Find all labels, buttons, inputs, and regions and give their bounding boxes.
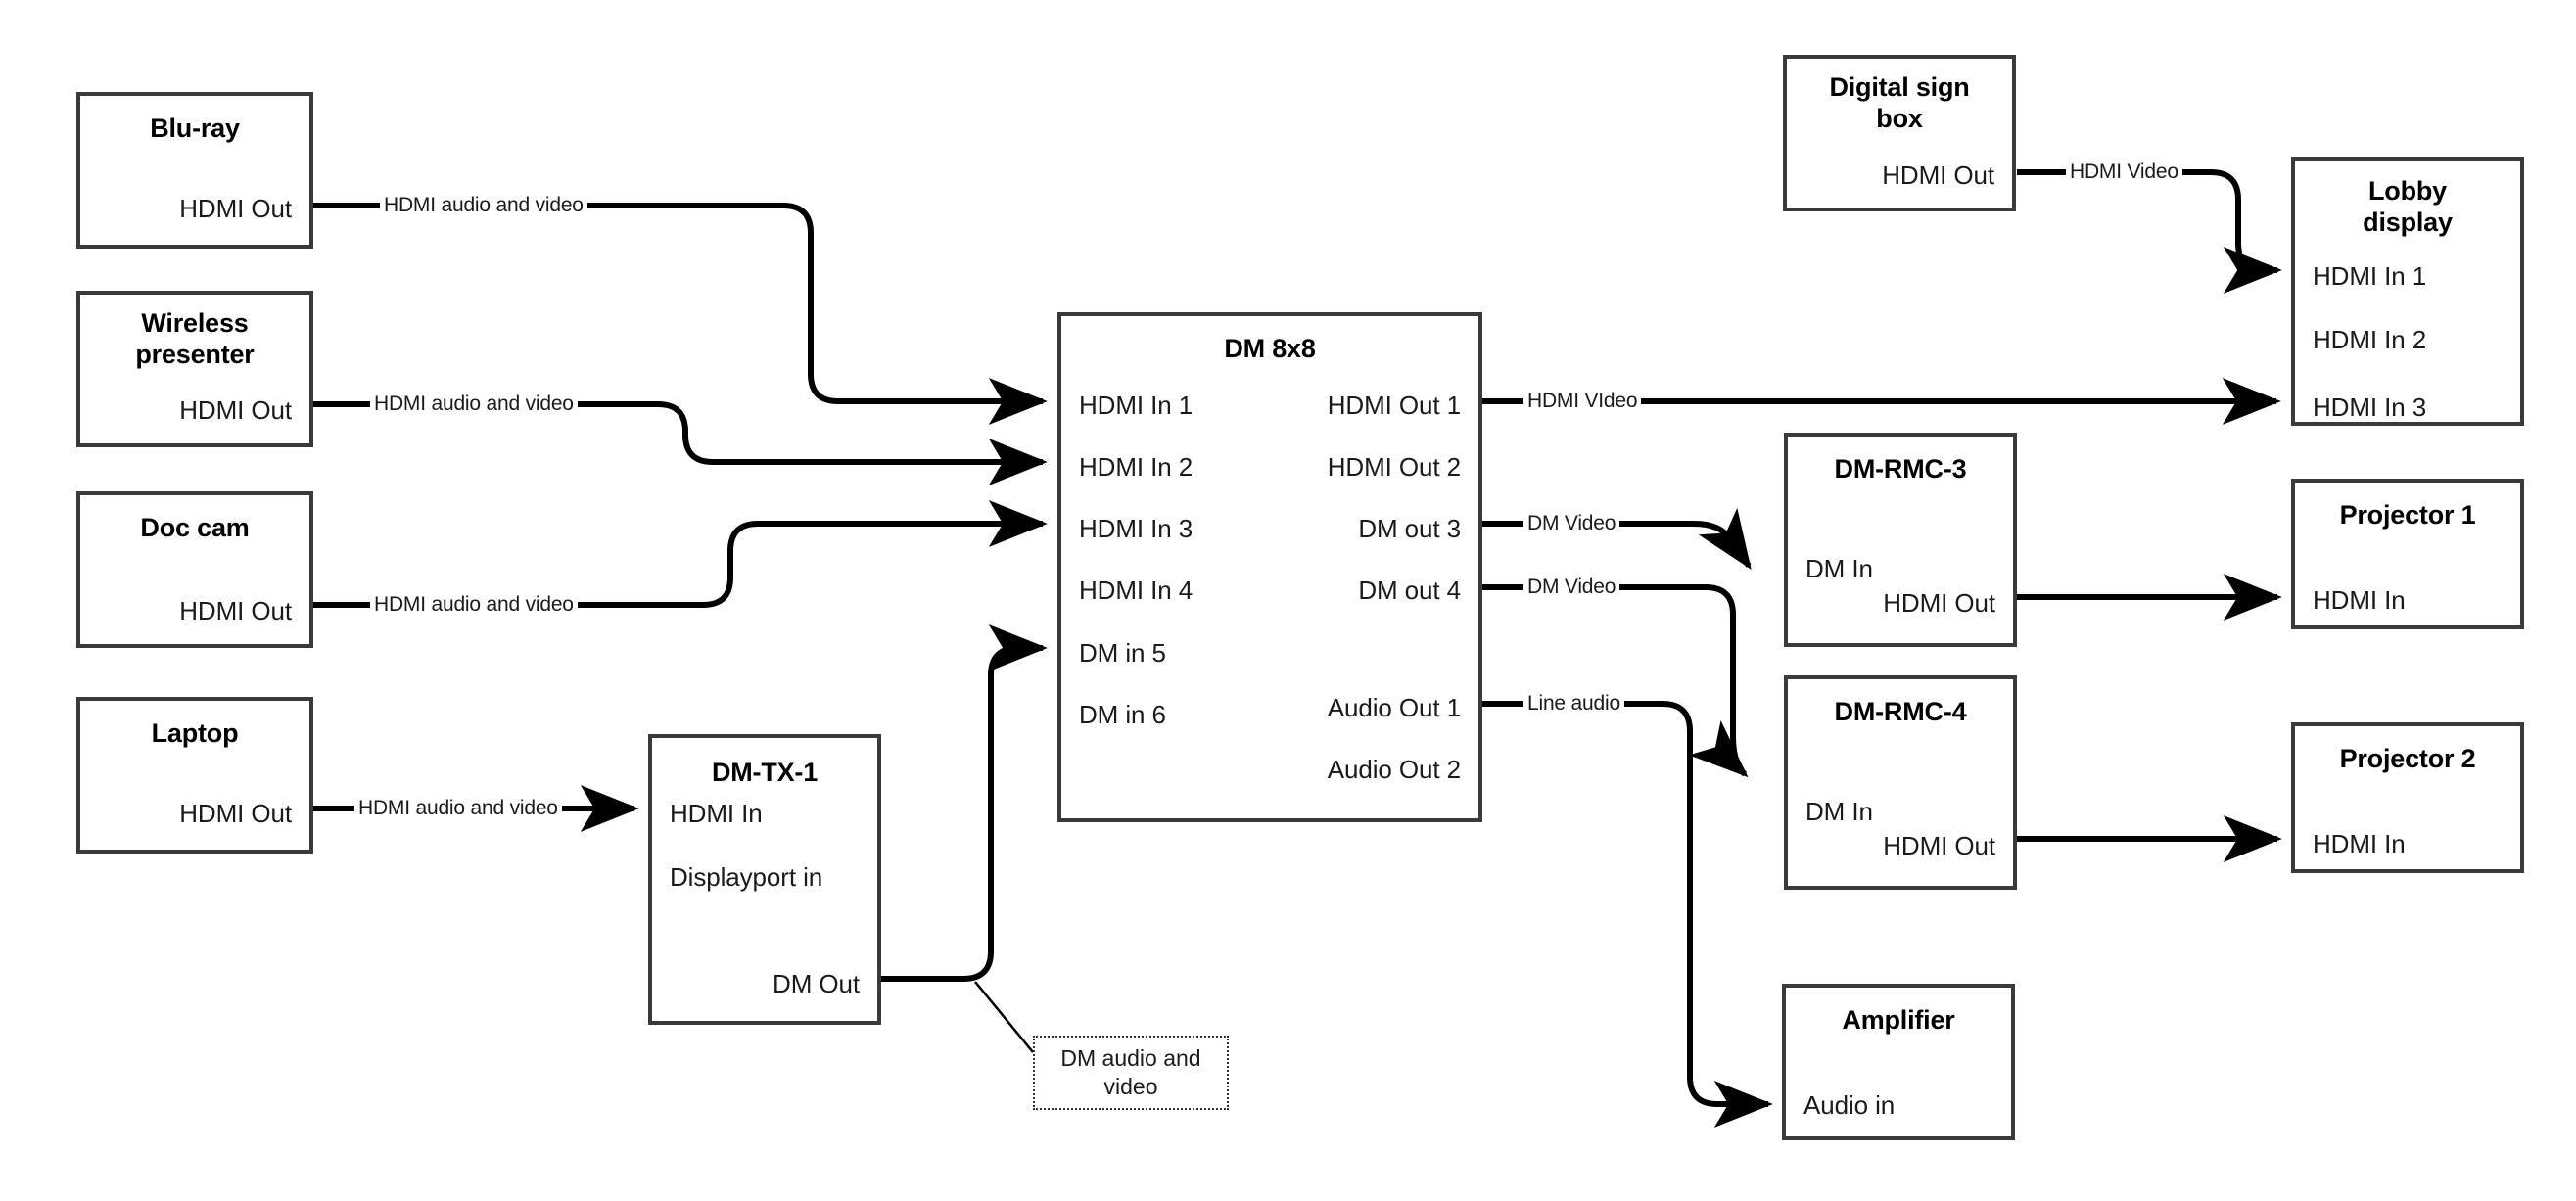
wire-label-dm-video-4: DM Video bbox=[1523, 576, 1620, 599]
node-laptop-title: Laptop bbox=[151, 718, 239, 748]
node-dm-8x8[interactable]: DM 8x8 HDMI In 1 HDMI In 2 HDMI In 3 HDM… bbox=[1057, 312, 1482, 822]
node-doccam-title: Doc cam bbox=[140, 513, 250, 542]
node-dm8x8-title: DM 8x8 bbox=[1224, 334, 1316, 363]
wire-bluray-to-dm-in1 bbox=[313, 203, 1048, 425]
port-dmrmc4-hdmi-out[interactable]: HDMI Out bbox=[1883, 831, 1995, 860]
node-dmrmc3-title: DM-RMC-3 bbox=[1834, 454, 1967, 484]
port-doccam-hdmi-out[interactable]: HDMI Out bbox=[179, 596, 292, 625]
port-lobby-hdmi-in-2[interactable]: HDMI In 2 bbox=[2313, 325, 2427, 354]
port-dm8x8-hdmi-in-1[interactable]: HDMI In 1 bbox=[1079, 391, 1194, 420]
port-bluray-hdmi-out[interactable]: HDMI Out bbox=[179, 194, 292, 223]
wire-sign-to-lobby-in1 bbox=[2017, 169, 2282, 294]
wire-label-sign-hdmi-video: HDMI Video bbox=[2066, 161, 2182, 184]
port-projector1-hdmi-in[interactable]: HDMI In bbox=[2313, 585, 2406, 615]
node-wireless-title-line1: Wireless bbox=[141, 308, 249, 338]
port-digitalsign-hdmi-out[interactable]: HDMI Out bbox=[1882, 161, 1994, 190]
port-dmrmc4-dm-in[interactable]: DM In bbox=[1805, 797, 1873, 826]
wire-dmtx1-to-dm-in5 bbox=[881, 624, 1048, 982]
port-dmtx1-hdmi-in[interactable]: HDMI In bbox=[670, 799, 763, 828]
port-dm8x8-dm-in-5[interactable]: DM in 5 bbox=[1079, 638, 1166, 668]
node-dm-rmc-4[interactable]: DM-RMC-4 DM In HDMI Out bbox=[1784, 675, 2017, 890]
node-digitalsign-title-line1: Digital sign bbox=[1829, 72, 1970, 102]
node-amplifier-title: Amplifier bbox=[1842, 1005, 1955, 1035]
port-dm8x8-dm-out-4[interactable]: DM out 4 bbox=[1358, 576, 1461, 605]
port-dm8x8-dm-in-6[interactable]: DM in 6 bbox=[1079, 700, 1166, 729]
callout-leader-line bbox=[974, 981, 1034, 1053]
node-wireless-title-line2: presenter bbox=[135, 340, 255, 369]
node-digitalsign-title-line2: box bbox=[1876, 104, 1923, 133]
wire-label-hdmi-video-out1: HDMI VIdeo bbox=[1523, 390, 1642, 413]
wire-label-bluray: HDMI audio and video bbox=[380, 194, 587, 217]
port-dmrmc3-hdmi-out[interactable]: HDMI Out bbox=[1883, 588, 1995, 618]
wire-label-laptop: HDMI audio and video bbox=[354, 797, 562, 820]
callout-line-1: DM audio and bbox=[1060, 1045, 1201, 1072]
port-dm8x8-hdmi-out-1[interactable]: HDMI Out 1 bbox=[1327, 391, 1461, 420]
node-bluray-title: Blu-ray bbox=[150, 114, 240, 143]
port-lobby-hdmi-in-1[interactable]: HDMI In 1 bbox=[2313, 261, 2427, 291]
wire-dm-audioout1-to-amplifier bbox=[1481, 701, 1773, 1128]
node-dmtx1-title: DM-TX-1 bbox=[711, 758, 819, 787]
callout-dm-audio-video: DM audio and video bbox=[1033, 1036, 1229, 1110]
node-dmrmc4-title: DM-RMC-4 bbox=[1834, 697, 1967, 726]
port-dm8x8-hdmi-in-2[interactable]: HDMI In 2 bbox=[1079, 452, 1194, 482]
node-projector-2[interactable]: Projector 2 HDMI In bbox=[2291, 722, 2524, 873]
port-dm8x8-hdmi-in-4[interactable]: HDMI In 4 bbox=[1079, 576, 1194, 605]
port-wireless-hdmi-out[interactable]: HDMI Out bbox=[179, 395, 292, 425]
node-dm-rmc-3[interactable]: DM-RMC-3 DM In HDMI Out bbox=[1784, 433, 2017, 647]
node-projector-1[interactable]: Projector 1 HDMI In bbox=[2291, 479, 2524, 629]
wire-label-dm-video-3: DM Video bbox=[1523, 512, 1620, 535]
wire-label-line-audio: Line audio bbox=[1523, 692, 1624, 716]
node-lobby-display[interactable]: Lobby display HDMI In 1 HDMI In 2 HDMI I… bbox=[2291, 157, 2524, 426]
node-bluray[interactable]: Blu-ray HDMI Out bbox=[76, 92, 313, 249]
node-laptop[interactable]: Laptop HDMI Out bbox=[76, 697, 313, 854]
node-lobby-title-line2: display bbox=[2363, 208, 2453, 237]
port-dm8x8-hdmi-out-2[interactable]: HDMI Out 2 bbox=[1327, 452, 1461, 482]
port-dm8x8-audio-out-1[interactable]: Audio Out 1 bbox=[1327, 693, 1461, 722]
port-dm8x8-audio-out-2[interactable]: Audio Out 2 bbox=[1327, 755, 1461, 784]
node-doc-cam[interactable]: Doc cam HDMI Out bbox=[76, 491, 313, 648]
wire-label-doccam: HDMI audio and video bbox=[370, 593, 578, 617]
port-dm8x8-hdmi-in-3[interactable]: HDMI In 3 bbox=[1079, 514, 1194, 543]
node-projector1-title: Projector 1 bbox=[2339, 500, 2476, 530]
port-dmtx1-displayport-in[interactable]: Displayport in bbox=[670, 862, 823, 892]
node-projector2-title: Projector 2 bbox=[2339, 744, 2476, 773]
port-laptop-hdmi-out[interactable]: HDMI Out bbox=[179, 799, 292, 828]
port-projector2-hdmi-in[interactable]: HDMI In bbox=[2313, 829, 2406, 858]
wire-dm-out4-to-rmc4 bbox=[1481, 584, 1749, 778]
wire-label-wireless: HDMI audio and video bbox=[370, 393, 578, 416]
node-lobby-title-line1: Lobby bbox=[2368, 176, 2447, 206]
node-digital-sign-box[interactable]: Digital sign box HDMI Out bbox=[1783, 55, 2016, 211]
callout-line-2: video bbox=[1103, 1074, 1158, 1099]
port-amplifier-audio-in[interactable]: Audio in bbox=[1803, 1090, 1896, 1120]
node-amplifier[interactable]: Amplifier Audio in bbox=[1782, 984, 2015, 1140]
node-wireless-presenter[interactable]: Wireless presenter HDMI Out bbox=[76, 291, 313, 447]
port-lobby-hdmi-in-3[interactable]: HDMI In 3 bbox=[2313, 393, 2427, 422]
port-dmrmc3-dm-in[interactable]: DM In bbox=[1805, 554, 1873, 583]
port-dm8x8-dm-out-3[interactable]: DM out 3 bbox=[1358, 514, 1461, 543]
port-dmtx1-dm-out[interactable]: DM Out bbox=[773, 969, 860, 998]
node-dm-tx-1[interactable]: DM-TX-1 HDMI In Displayport in DM Out bbox=[648, 734, 881, 1025]
